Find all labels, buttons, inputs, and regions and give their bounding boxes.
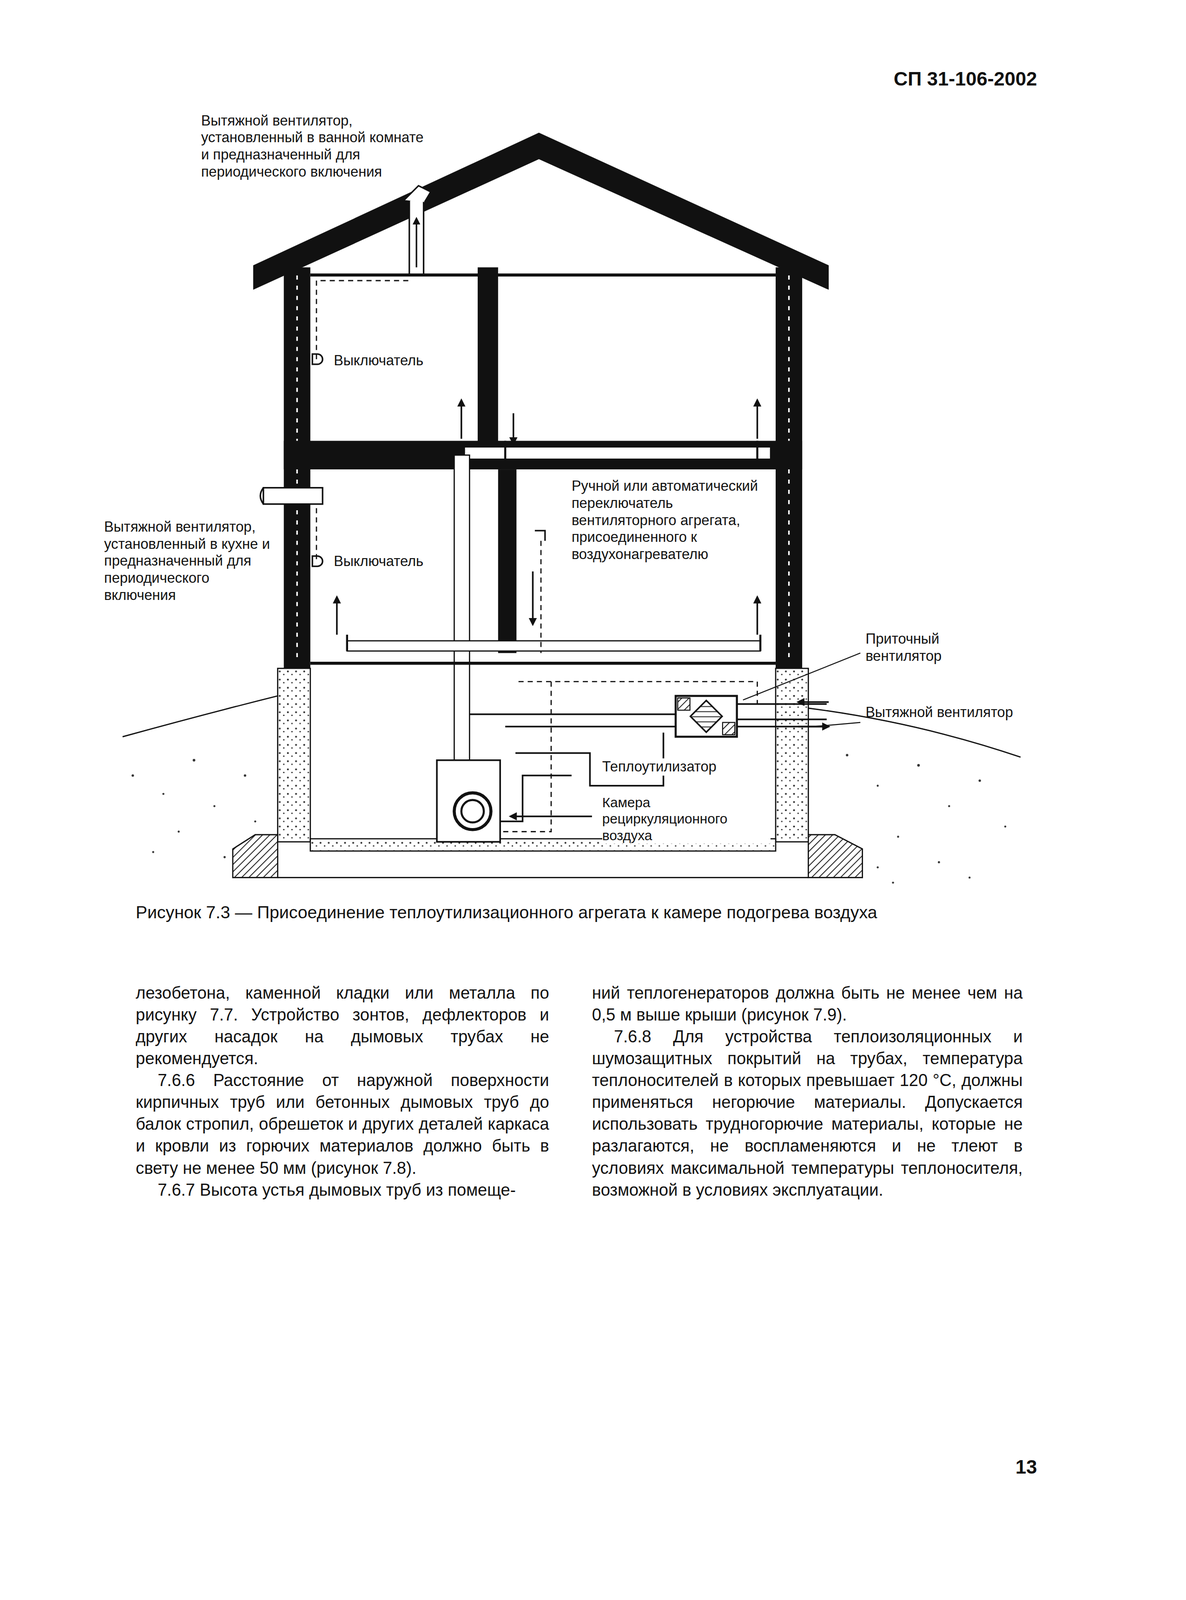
- drawing-part: [461, 800, 484, 823]
- flow-arrow: [415, 218, 417, 268]
- drawing-part: [968, 876, 971, 879]
- drawing-part: [722, 722, 735, 735]
- soil-dots: [131, 753, 1007, 884]
- drawing-part: [876, 784, 879, 787]
- foundation-wall: [775, 668, 809, 842]
- callout-label: Вытяжной вентилятор: [865, 704, 1019, 722]
- drawing-part: [948, 804, 950, 807]
- drawing-part: [336, 597, 338, 635]
- drawing-part: [312, 556, 323, 567]
- drawing-part: [192, 758, 196, 762]
- drawing-part: [500, 775, 572, 822]
- inner-wall: [477, 267, 499, 443]
- vent-cap: [260, 487, 264, 505]
- flow-arrow: [510, 815, 593, 818]
- drawing-part: [162, 792, 165, 795]
- footing: [232, 834, 278, 878]
- drawing-part: [131, 774, 134, 777]
- drawing-part: [876, 866, 879, 869]
- drawing-part: [690, 700, 723, 732]
- drawing-part: [151, 850, 154, 853]
- body-paragraph: ний теплогенераторов должна быть не мене…: [592, 981, 1023, 1026]
- drawing-part: [316, 280, 410, 360]
- air-heater: [436, 760, 501, 843]
- flow-arrow: [797, 701, 829, 704]
- body-paragraph: 7.6.6 Расстояние от наружной поверхности…: [135, 1069, 549, 1179]
- drawing-part: [500, 681, 552, 832]
- drawing-part: [504, 441, 507, 460]
- drawing-part: [677, 698, 690, 711]
- callout-label: Вытяжной вентилятор, установленный в ван…: [201, 112, 432, 182]
- drawing-part: [540, 540, 542, 654]
- heat-exchanger: [675, 696, 738, 738]
- running-header: СП 31-106-2002: [816, 67, 1037, 91]
- drawing-part: [469, 713, 676, 716]
- supply-duct: [347, 640, 761, 652]
- inner-wall: [498, 469, 517, 653]
- text-column: лезобетона, каменной кладки или металла …: [135, 981, 549, 1201]
- drawing-part: [346, 634, 349, 652]
- supply-duct: [464, 447, 771, 460]
- drawing-part: [532, 571, 534, 625]
- callout-label: Теплоутилизатор: [602, 758, 717, 776]
- floor-slab: [283, 441, 803, 470]
- leader-line: [743, 652, 861, 700]
- drawing-part: [756, 400, 759, 439]
- text-column: ний теплогенераторов должна быть не мене…: [592, 981, 1023, 1201]
- drawing-part: [505, 725, 676, 728]
- drawing-part: [512, 413, 515, 444]
- drawing-part: [759, 634, 762, 652]
- drawing-part: [316, 504, 318, 560]
- drawing-part: [734, 703, 827, 706]
- drawing-part: [734, 718, 827, 721]
- drawing-part: [254, 820, 257, 823]
- vent-cap: [404, 185, 431, 203]
- callout-label: Ручной или автоматический переключатель …: [571, 477, 774, 564]
- footing: [808, 834, 863, 878]
- drawing-part: [1004, 825, 1007, 828]
- body-paragraph: 7.6.7 Высота устья дымовых труб из помещ…: [135, 1179, 549, 1201]
- drawing-part: [978, 779, 982, 782]
- drawing-part: [756, 597, 759, 635]
- ground-line: [122, 696, 278, 738]
- supply-duct: [454, 454, 470, 762]
- callout-label: Камера рециркуляционного воздуха: [602, 794, 771, 844]
- callout-label: Приточный вентилятор: [865, 630, 1019, 666]
- drawing-part: [845, 753, 849, 757]
- callout-label: Выключатель: [333, 352, 424, 370]
- drawing-part: [534, 530, 546, 541]
- drawing-part: [243, 774, 247, 777]
- figure-caption: Рисунок 7.3 — Присоединение теплоутилиза…: [135, 902, 1055, 923]
- drawing-part: [917, 764, 921, 767]
- body-paragraph: 7.6.8 Для устройства теплоизоляционных и…: [592, 1025, 1023, 1201]
- drawing-part: [891, 881, 894, 884]
- callout-label: Вытяжной вентилятор, установленный в кух…: [104, 518, 280, 605]
- leader-line: [814, 722, 861, 727]
- drawing-part: [756, 441, 758, 460]
- drawing-part: [277, 876, 809, 879]
- vent-pipe: [263, 487, 323, 505]
- drawing-part: [896, 835, 899, 838]
- drawing-part: [312, 354, 323, 365]
- callout-label: Выключатель: [333, 553, 424, 571]
- drawing-part: [223, 856, 226, 859]
- foundation-wall: [277, 668, 311, 842]
- ceiling: [310, 273, 776, 277]
- drawing-part: [177, 830, 180, 833]
- drawing-part: [460, 400, 463, 439]
- drawing-part: [675, 696, 738, 738]
- drawing-part: [937, 861, 941, 864]
- drawing-part: [454, 792, 491, 830]
- page-number: 13: [1000, 1455, 1037, 1479]
- body-paragraph: лезобетона, каменной кладки или металла …: [135, 981, 549, 1070]
- drawing-part: [213, 804, 216, 807]
- ground-floor: [310, 661, 776, 666]
- vent-pipe: [409, 199, 424, 276]
